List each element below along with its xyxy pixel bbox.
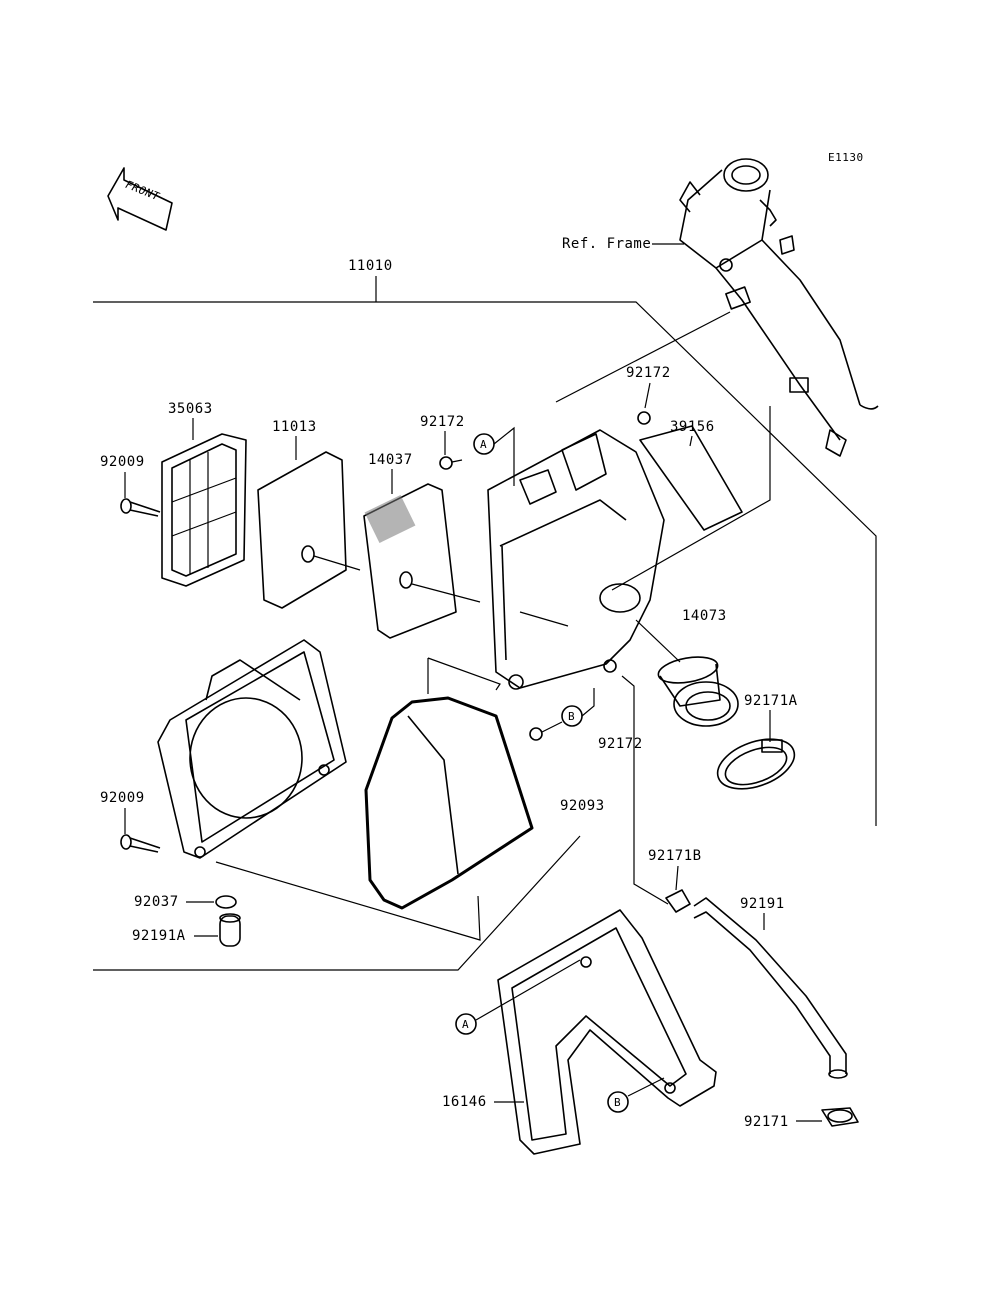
- diagram-code: E1130: [828, 151, 864, 164]
- clip-92171B: [665, 889, 691, 913]
- screw-92172-b-line: [541, 721, 563, 733]
- bracket-11010-bottom: [93, 835, 581, 971]
- svg-text:A: A: [462, 1018, 469, 1031]
- gasket-92093: [364, 696, 534, 910]
- screw-92172-mid: [439, 456, 463, 470]
- part-label-11013: 11013: [272, 419, 317, 435]
- part-label-92172-mid: 92172: [420, 414, 465, 430]
- airbox-case: [487, 429, 665, 690]
- svg-text:B: B: [614, 1096, 621, 1109]
- part-label-92191: 92191: [740, 896, 785, 912]
- screw-92172-top: [637, 411, 651, 425]
- part-label-92191A: 92191A: [132, 928, 186, 944]
- callout-a-top: A: [473, 426, 515, 486]
- part-label-92009-bot: 92009: [100, 790, 145, 806]
- leader-gasket: [215, 861, 481, 941]
- part-label-16146: 16146: [442, 1094, 487, 1110]
- element-14037: [363, 483, 481, 639]
- grille-35063: [161, 433, 247, 587]
- seal-39156: [639, 425, 743, 531]
- leader-92171B: [675, 865, 679, 891]
- leader-lower-box: [427, 657, 501, 691]
- part-label-11010: 11010: [348, 258, 393, 274]
- part-label-92093: 92093: [560, 798, 605, 814]
- front-arrow-icon: FRONT: [107, 167, 173, 231]
- ref-frame-label: Ref. Frame: [562, 236, 651, 252]
- duct-16146: [497, 909, 717, 1155]
- hose-92191: [693, 897, 848, 1079]
- frame-drawing: [679, 158, 879, 457]
- part-label-92171A: 92171A: [744, 693, 798, 709]
- lower-airbox: [157, 639, 347, 859]
- svg-text:A: A: [480, 438, 487, 451]
- callout-b-bot: B: [607, 1077, 665, 1113]
- callout-b-mid: B: [561, 688, 595, 727]
- leader-39156: [689, 435, 693, 447]
- leader-92172-top-b: [644, 382, 651, 409]
- leader-14073: [635, 619, 681, 663]
- leader-case-frame: [611, 406, 771, 591]
- leader-92172-top: [555, 311, 731, 403]
- clip-92037: [215, 895, 237, 909]
- part-label-92172-top: 92172: [626, 365, 671, 381]
- screw-92172-b: [529, 727, 543, 741]
- part-label-92171: 92171: [744, 1114, 789, 1130]
- part-label-14037: 14037: [368, 452, 413, 468]
- leader-92171B-b: [621, 675, 669, 905]
- screw-92009-bot: [120, 834, 161, 853]
- part-label-92171B: 92171B: [648, 848, 702, 864]
- clamp-92171A: [716, 738, 796, 790]
- part-label-92009-top: 92009: [100, 454, 145, 470]
- front-label: FRONT: [122, 178, 162, 202]
- screw-92009-top: [120, 498, 161, 517]
- filter-11013: [257, 451, 361, 609]
- part-label-35063: 35063: [168, 401, 213, 417]
- svg-text:B: B: [568, 710, 575, 723]
- tube-92191A: [219, 913, 241, 947]
- part-label-92037: 92037: [134, 894, 179, 910]
- callout-a-bot: A: [455, 959, 581, 1035]
- clip-92171: [821, 1107, 859, 1127]
- part-label-14073: 14073: [682, 608, 727, 624]
- bracket-11010-top: [93, 301, 877, 826]
- part-label-92172-b: 92172: [598, 736, 643, 752]
- duct-14073: [657, 656, 739, 727]
